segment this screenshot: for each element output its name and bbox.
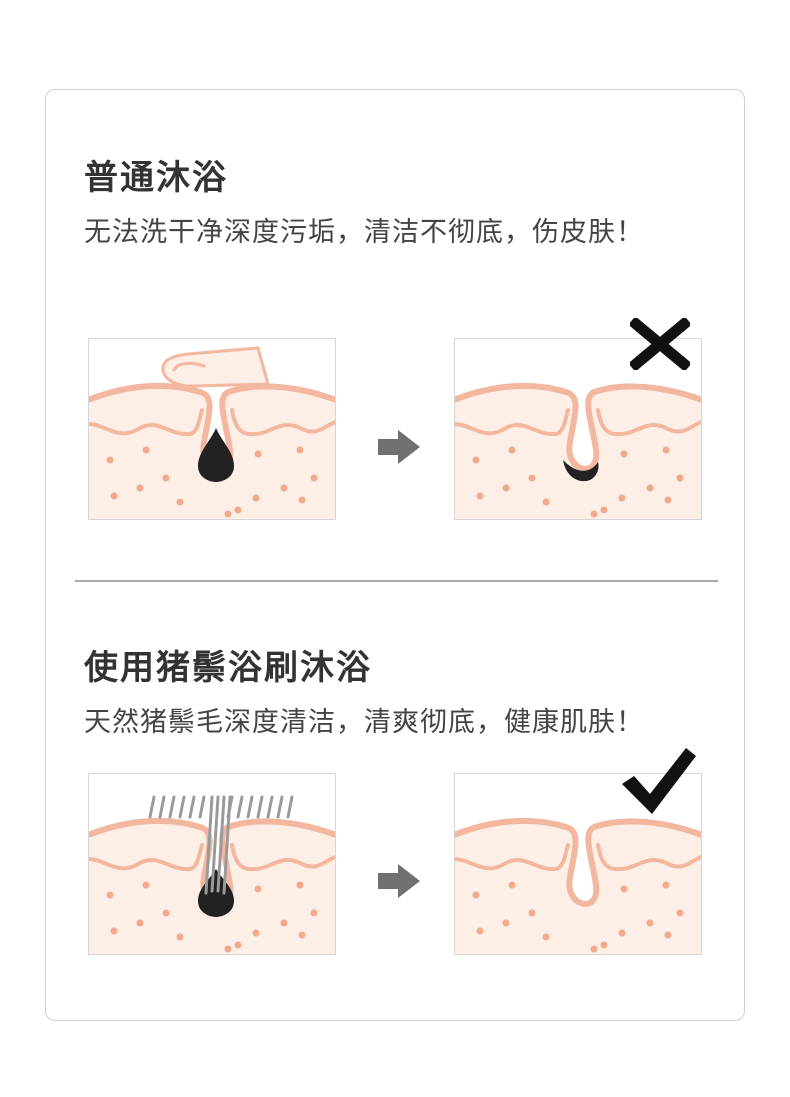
cross-icon	[630, 318, 690, 370]
section-subtitle-bristle-brush-bath: 天然猪鬃毛深度清洁，清爽彻底，健康肌肤！	[84, 707, 644, 738]
clean-pore-icon	[454, 773, 702, 955]
comparison-card	[45, 89, 745, 1021]
arrow-right-icon	[378, 864, 420, 898]
section-title-normal-bath: 普通沐浴	[84, 158, 228, 198]
section-divider	[75, 580, 718, 582]
finger-on-clogged-pore-icon	[88, 338, 336, 520]
section-title-bristle-brush-bath: 使用猪鬃浴刷沐浴	[84, 648, 372, 688]
partially-clogged-pore-icon	[454, 338, 702, 520]
arrow-right-icon	[378, 430, 420, 464]
checkmark-icon	[622, 748, 696, 814]
bristles-cleaning-pore-icon	[88, 773, 336, 955]
section-subtitle-normal-bath: 无法洗干净深度污垢，清洁不彻底，伤皮肤！	[84, 217, 644, 248]
